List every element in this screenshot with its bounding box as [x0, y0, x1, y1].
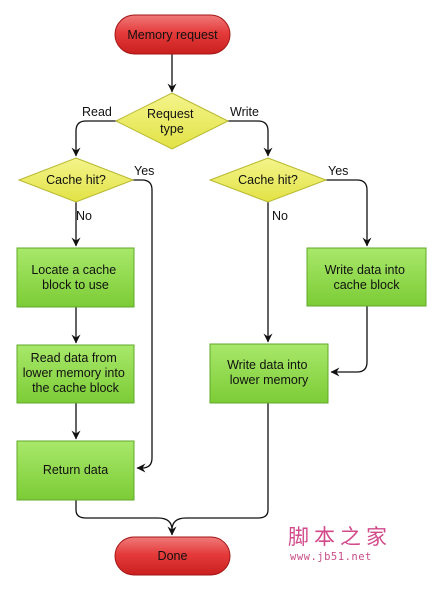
edge-label-write: Write	[230, 105, 259, 119]
node-write-into-lower-memory: Write data into lower memory	[209, 343, 329, 404]
edge-label-write-no: No	[272, 209, 288, 223]
watermark-url: www.jb51.net	[290, 551, 372, 563]
edge-request-to-read	[71, 120, 117, 157]
node-memory-request-label: Memory request	[127, 28, 218, 42]
node-cache-hit-read-label: Cache hit?	[46, 173, 106, 187]
node-return-data-label: Return data	[43, 463, 108, 477]
node-cache-hit-write: Cache hit?	[208, 157, 328, 203]
node-done: Done	[114, 536, 231, 576]
node-done-label: Done	[158, 549, 188, 563]
edge-request-to-write	[227, 120, 273, 157]
node-memory-request: Memory request	[114, 14, 231, 55]
node-locate-cache-block: Locate a cache block to use	[16, 247, 135, 308]
edge-label-read-no: No	[76, 209, 92, 223]
edge-label-read: Read	[82, 105, 112, 119]
node-write-into-lower-memory-label: Write data into lower memory	[227, 358, 311, 387]
node-request-type-label: Request type	[147, 107, 197, 136]
node-read-from-lower-memory: Read data from lower memory into the cac…	[16, 344, 135, 404]
edge-write-cache-to-lower	[330, 306, 368, 377]
edge-read-yes	[132, 179, 153, 473]
edge-write-lower-to-done	[171, 403, 269, 531]
node-cache-hit-write-label: Cache hit?	[238, 173, 298, 187]
edge-label-read-yes: Yes	[134, 164, 154, 178]
edge-write-yes	[325, 179, 372, 247]
node-write-into-cache-block-label: Write data into cache block	[325, 263, 409, 292]
node-request-type: Request type	[114, 92, 230, 150]
node-locate-cache-block-label: Locate a cache block to use	[31, 263, 119, 292]
edge-return-to-done	[75, 500, 177, 536]
node-write-into-cache-block: Write data into cache block	[306, 247, 427, 307]
node-cache-hit-read: Cache hit?	[17, 157, 135, 203]
watermark-site-name: 脚本之家	[288, 525, 392, 549]
node-read-from-lower-memory-label: Read data from lower memory into the cac…	[23, 351, 129, 395]
edge-label-write-yes: Yes	[328, 164, 348, 178]
node-return-data: Return data	[16, 440, 135, 501]
